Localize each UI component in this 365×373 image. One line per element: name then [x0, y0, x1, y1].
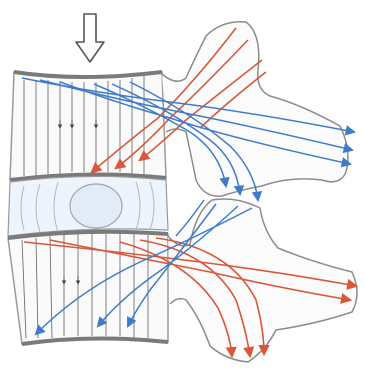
- lower-inferior-endplate: [22, 338, 168, 344]
- intervertebral-disc: [8, 176, 168, 236]
- nucleus-pulposus: [70, 184, 122, 228]
- load-arrow-icon: [76, 14, 104, 62]
- upper-posterior-elements: [162, 22, 348, 196]
- upper-superior-endplate: [14, 72, 162, 77]
